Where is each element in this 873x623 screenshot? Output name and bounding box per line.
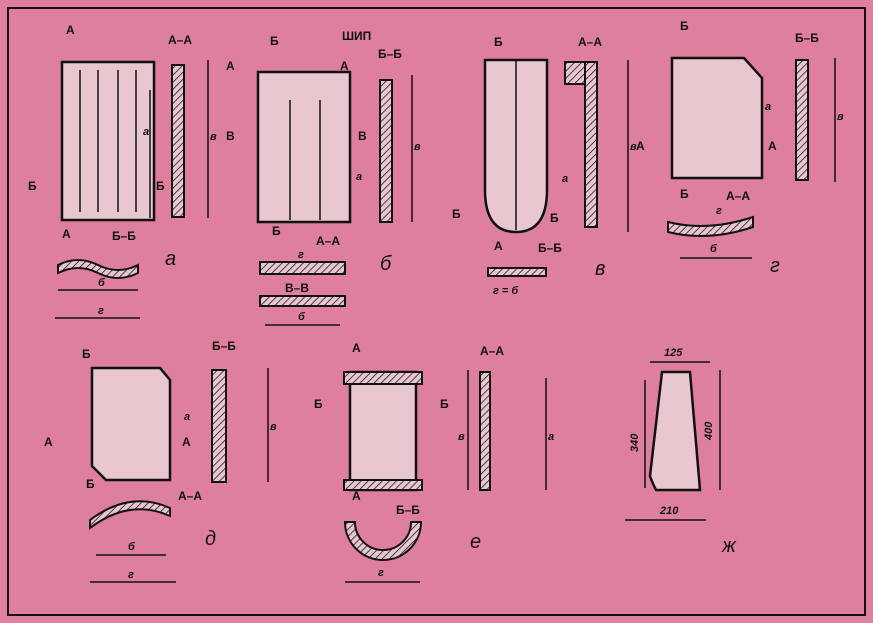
- frame: [7, 7, 866, 616]
- drawing-label: б: [710, 243, 718, 255]
- dim-340: 340: [629, 433, 641, 452]
- drawing-label: г: [128, 569, 134, 581]
- dim-210: 210: [659, 505, 679, 517]
- drawing-label: Б: [82, 347, 91, 361]
- drawing-label: В: [226, 129, 235, 143]
- figure-a: А А–А Б Б А Б–Б а в б г а: [28, 23, 217, 319]
- drawing-label: А–А: [480, 344, 504, 358]
- figure-label-d: д: [205, 528, 216, 550]
- drawing-label: г: [378, 567, 384, 579]
- drawing-label: В: [358, 129, 367, 143]
- section-label-aa: А–А: [168, 33, 192, 47]
- tile-a-front: [60, 60, 156, 222]
- drawing-label: А–А: [726, 189, 750, 203]
- dim-400: 400: [703, 421, 715, 441]
- drawing-label: г: [298, 249, 304, 261]
- drawing-label: Б: [680, 187, 689, 201]
- figure-label-e: е: [470, 531, 481, 553]
- figure-label-b: б: [380, 253, 392, 275]
- drawing-label: б: [128, 541, 136, 553]
- figure-v: Б А–А Б Б А Б–Б г = б а в в: [452, 35, 637, 297]
- figure-b: Б ШИП Б–Б А А В В Б А–А В–В г б а в б: [226, 29, 421, 326]
- drawing-label: в: [210, 131, 217, 143]
- drawing-label: в: [458, 431, 465, 443]
- drawing-label: Б: [272, 224, 281, 238]
- drawing-label: Б–Б: [378, 47, 402, 61]
- drawing-label: Б–Б: [795, 31, 819, 45]
- drawing-label: а: [143, 126, 149, 138]
- figure-label-zh: ж: [721, 535, 737, 557]
- drawing-label: Б–Б: [396, 503, 420, 517]
- drawing-label: А–А: [578, 35, 602, 49]
- drawing-label: Б: [314, 397, 323, 411]
- drawing-label: Б: [494, 35, 503, 49]
- drawing-label: Б: [270, 34, 279, 48]
- drawing-label: А–А: [178, 489, 202, 503]
- drawing-label: а: [562, 173, 568, 185]
- figure-label-v: в: [595, 258, 605, 280]
- drawing-label: а: [356, 171, 362, 183]
- figure-g: Б Б–Б А А Б А–А г б а в г: [636, 19, 844, 277]
- drawing-label: в: [837, 111, 844, 123]
- drawing-label: Б: [440, 397, 449, 411]
- drawing-label: Б–Б: [538, 241, 562, 255]
- drawing-label: А: [340, 59, 349, 73]
- drawing-label: А: [44, 435, 53, 449]
- drawing-label: Б–Б: [212, 339, 236, 353]
- figure-e: А А–А Б Б А Б–Б г в а е: [314, 341, 554, 583]
- figure-label-a: а: [165, 248, 176, 270]
- figure-zh: 125 400 340 210 ж: [625, 347, 737, 557]
- drawing-label: а: [765, 101, 771, 113]
- dim-125: 125: [664, 347, 683, 359]
- drawing-label: А: [636, 139, 645, 153]
- drawing-label: Б: [680, 19, 689, 33]
- figure-d: Б Б–Б А А Б А–А б г а в д: [44, 339, 277, 583]
- cut-mark-a: А: [62, 227, 71, 241]
- drawing-label: А: [768, 139, 777, 153]
- drawing-label: г: [716, 205, 722, 217]
- drawing-label: А: [182, 435, 191, 449]
- drawing-label: А: [352, 489, 361, 503]
- section-label-bb: Б–Б: [112, 229, 136, 243]
- drawing-label: А: [226, 59, 235, 73]
- drawing-label: а: [184, 411, 190, 423]
- cut-mark-b: Б: [28, 179, 37, 193]
- drawing-label: В–В: [285, 281, 309, 295]
- drawing-label: А–А: [316, 234, 340, 248]
- drawing-label: Б: [550, 211, 559, 225]
- drawing-label: б: [98, 277, 106, 289]
- drawing-label: Б: [86, 477, 95, 491]
- cut-mark-b: Б: [156, 179, 165, 193]
- drawing-label: г: [98, 305, 104, 317]
- figure-label-g: г: [770, 255, 780, 277]
- drawing-label: Б: [452, 207, 461, 221]
- cut-mark-a: А: [66, 23, 75, 37]
- drawing-label: а: [548, 431, 554, 443]
- section-a-profile: [171, 64, 185, 218]
- drawing-label: г = б: [493, 285, 519, 297]
- drawing-label: в: [630, 141, 637, 153]
- drawing-label: б: [298, 311, 306, 323]
- drawing-label: А: [494, 239, 503, 253]
- drawing-label: в: [414, 141, 421, 153]
- spike-label: ШИП: [342, 29, 371, 43]
- drawing-label: в: [270, 421, 277, 433]
- drawing-label: А: [352, 341, 361, 355]
